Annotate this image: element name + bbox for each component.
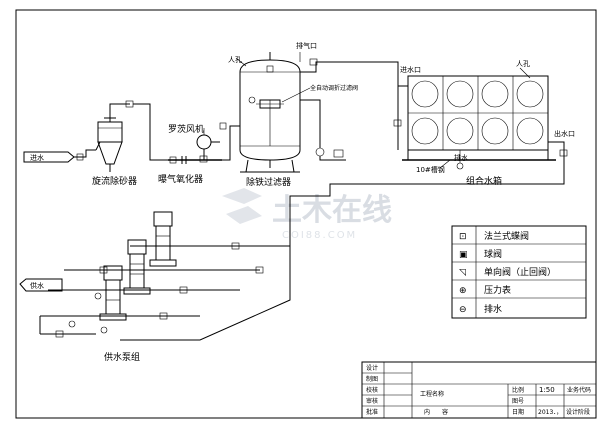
valve-label: 全自动调折过滤阀: [310, 84, 358, 92]
tb-date-label: 日期: [512, 408, 524, 416]
aeration-oxidizer: 曝气氧化器: [158, 122, 240, 185]
drain-label: 排水: [454, 153, 468, 162]
legend-item-label: 压力表: [484, 284, 511, 296]
watermark-subtext: COI88.COM: [282, 230, 357, 241]
filter-to-tank-pipe: [300, 58, 408, 150]
flanged-butterfly-valve-icon: ⊡: [459, 232, 467, 242]
tb-design-stage: 设计阶段: [566, 408, 590, 416]
manhole-label: 人孔: [228, 56, 242, 64]
iron-removal-filter: 人孔 排气口 全自动调折过滤阀 除铁过滤器: [228, 41, 358, 188]
legend: ⊡ 法兰式蝶阀 ▣ 球阀 ◹ 单向阀（止回阀） ⊕ 压力表 ⊖ 排水: [451, 225, 587, 319]
check-valve-icon: ◹: [459, 268, 466, 278]
watermark: 土木在线 COI88.COM: [222, 188, 392, 241]
legend-item-label: 排水: [484, 303, 502, 315]
tb-scale-label: 比例: [512, 386, 524, 394]
tb-date-value: 2013．，: [538, 409, 562, 416]
tb-content: 内 容: [424, 408, 448, 416]
pressure-gauge-icon: ⊕: [459, 286, 467, 296]
legend-item-label: 法兰式蝶阀: [484, 230, 529, 242]
cyclone-label: 旋流除砂器: [92, 175, 137, 187]
cyclone-sand-remover: 旋流除砂器: [92, 100, 168, 187]
tb-approve: 批准: [366, 408, 378, 416]
drain-icon: ⊖: [459, 305, 467, 315]
legend-item-label: 球阀: [484, 248, 502, 260]
inlet-label: 进水: [30, 153, 44, 162]
outer-border: [15, 9, 597, 419]
filter-label: 除铁过滤器: [246, 176, 291, 188]
pump-group-label: 供水泵组: [104, 351, 140, 363]
vent-label: 排气口: [296, 41, 317, 50]
steel-label: 10#槽钢: [416, 165, 445, 174]
tank-outlet-label: 出水口: [554, 129, 575, 138]
tank-inlet-label: 进水口: [400, 65, 421, 74]
supply-label: 供水: [30, 281, 44, 290]
tb-project-name: 工程名称: [420, 390, 444, 398]
legend-item-label: 单向阀（止回阀）: [484, 266, 556, 278]
tb-review: 审核: [366, 397, 378, 405]
tb-project-code: 业务代码: [567, 386, 591, 394]
tb-check: 校核: [366, 386, 378, 394]
ball-valve-icon: ▣: [459, 250, 468, 260]
tb-design: 设计: [366, 364, 378, 372]
tb-drawing-no: 图号: [512, 398, 524, 405]
pump-group: 供水 供水泵组: [19, 195, 316, 363]
blower-label: 罗茨风机: [168, 123, 204, 135]
title-block: 设计 制图 校核 审核 批准 工程名称 内 容 比例 1:50 业务代码 图号 …: [361, 361, 597, 419]
tank-label: 组合水箱: [466, 175, 502, 187]
tb-scale-value: 1:50: [539, 386, 555, 394]
oxidizer-label: 曝气氧化器: [158, 173, 203, 185]
inlet-pipe: 进水: [23, 149, 96, 163]
combined-water-tank: 进水口 人孔 出水口 排水 10#槽钢 组合水箱: [316, 60, 575, 197]
roots-blower: 罗茨风机: [168, 123, 220, 163]
watermark-text: 土木在线: [272, 193, 392, 228]
tb-drawing: 制图: [366, 375, 378, 383]
tank-manhole-label: 人孔: [516, 60, 530, 68]
